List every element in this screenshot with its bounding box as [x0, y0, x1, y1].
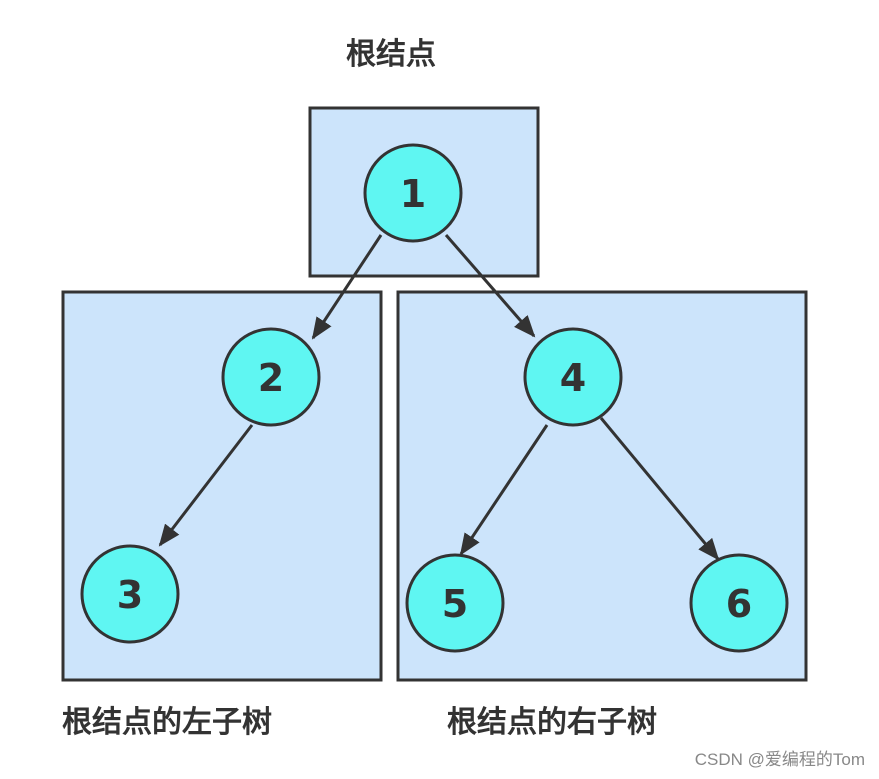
- tree-node-1: 1: [363, 143, 463, 243]
- tree-node-2: 2: [221, 327, 321, 427]
- tree-node-4: 4: [523, 327, 623, 427]
- node-label-4: 4: [560, 356, 586, 400]
- node-label-2: 2: [258, 356, 284, 400]
- tree-node-5: 5: [405, 553, 505, 653]
- node-label-1: 1: [400, 172, 426, 216]
- edge-2-3: [158, 424, 254, 547]
- edge-1-4: [444, 234, 536, 338]
- csdn-watermark: CSDN @爱编程的Tom: [694, 750, 865, 769]
- left-subtree-caption: 根结点的左子树: [62, 705, 272, 740]
- edge-4-6: [599, 417, 720, 561]
- node-label-3: 3: [117, 573, 143, 617]
- node-label-6: 6: [726, 582, 752, 626]
- edge-4-5: [459, 424, 549, 556]
- root-caption: 根结点: [346, 37, 436, 72]
- tree-node-6: 6: [689, 553, 789, 653]
- right-subtree-caption: 根结点的右子树: [447, 705, 657, 740]
- node-label-5: 5: [442, 582, 468, 626]
- tree-node-3: 3: [80, 544, 180, 644]
- edge-1-2: [311, 234, 383, 340]
